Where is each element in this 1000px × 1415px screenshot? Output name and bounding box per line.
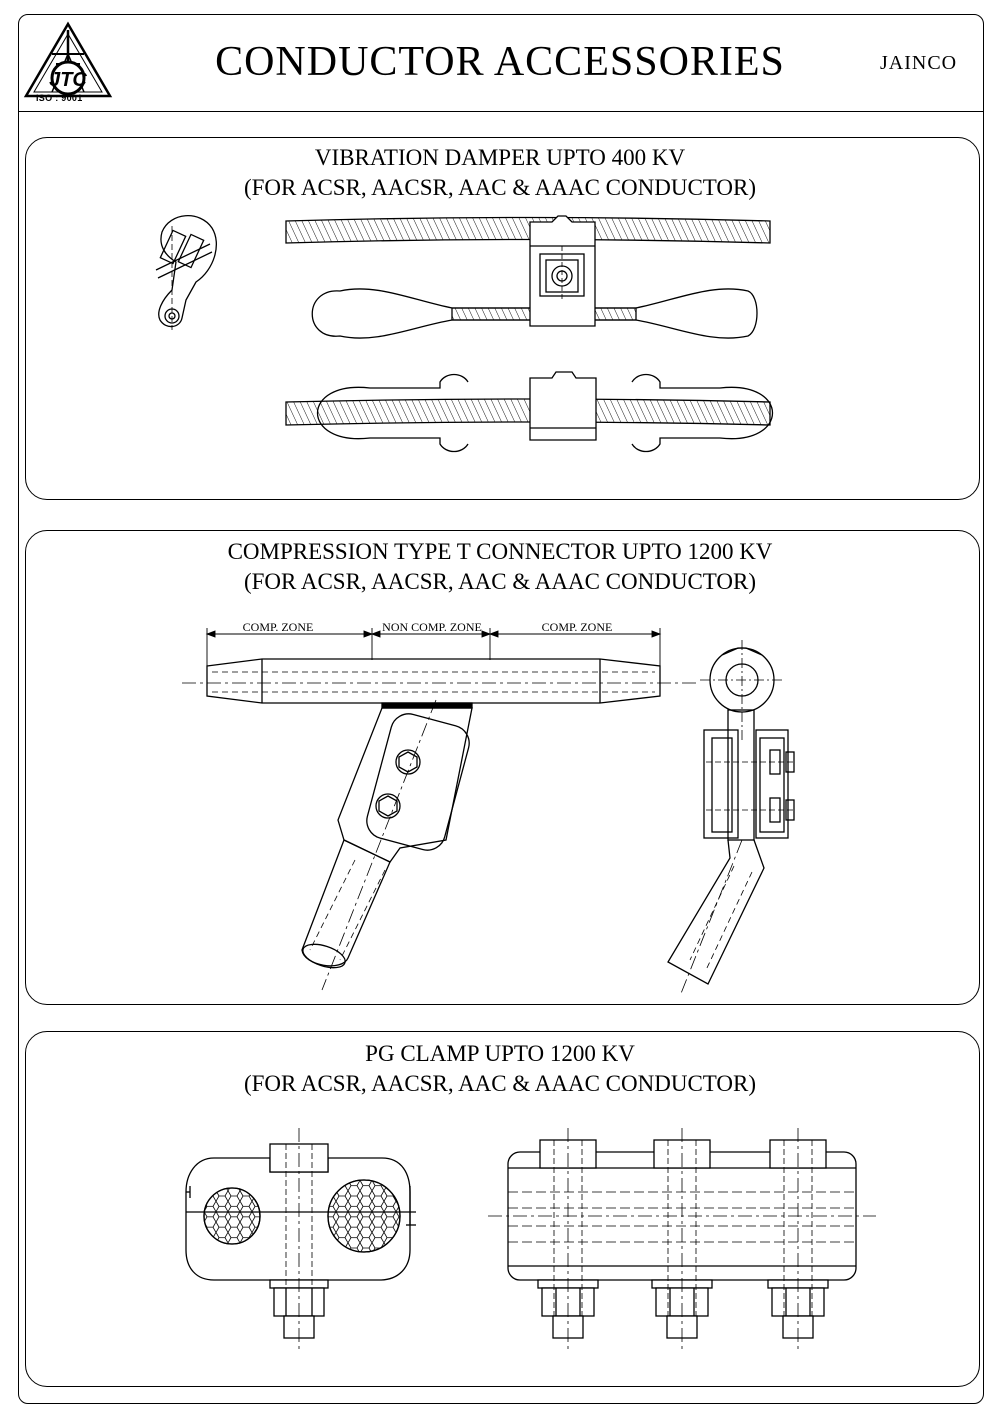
t-connector-dimension-lines [205,628,662,666]
svg-text:JTC: JTC [49,69,87,91]
header-bar [18,14,984,112]
page-frame [18,14,984,1404]
pg-clamp-end-view [185,1128,416,1352]
t-connector-side-view [667,640,796,997]
comp-zone-right-label: COMP. ZONE [542,620,613,634]
section-2-title: COMPRESSION TYPE T CONNECTOR UPTO 1200 K… [227,539,773,594]
section-1-title: VIBRATION DAMPER UPTO 400 KV (FOR ACSR, … [243,145,757,200]
iso-label: ISO : 9001 [36,93,83,103]
damper-front-view [285,215,771,339]
panel-vibration-damper [25,137,980,500]
non-comp-zone-label: NON COMP. ZONE [382,620,482,634]
panel-pg-clamp [25,1031,980,1387]
t-connector-front-view [182,658,700,991]
pg-clamp-bolt-3 [767,1128,829,1352]
comp-zone-left-label: COMP. ZONE [243,620,314,634]
pg-clamp-side-view [488,1128,876,1352]
damper-clamp-side-view [155,215,217,330]
section-3-title: PG CLAMP UPTO 1200 KV (FOR ACSR, AACSR, … [243,1041,757,1096]
pg-clamp-bolt-2 [651,1128,713,1352]
page-title: CONDUCTOR ACCESSORIES [215,39,785,85]
pg-clamp-bolt-1 [537,1128,599,1352]
panel-t-connector [25,530,980,1005]
jtc-logo: JTC [23,21,113,98]
brand-name: JAINCO [880,52,958,74]
damper-top-view [285,371,773,453]
